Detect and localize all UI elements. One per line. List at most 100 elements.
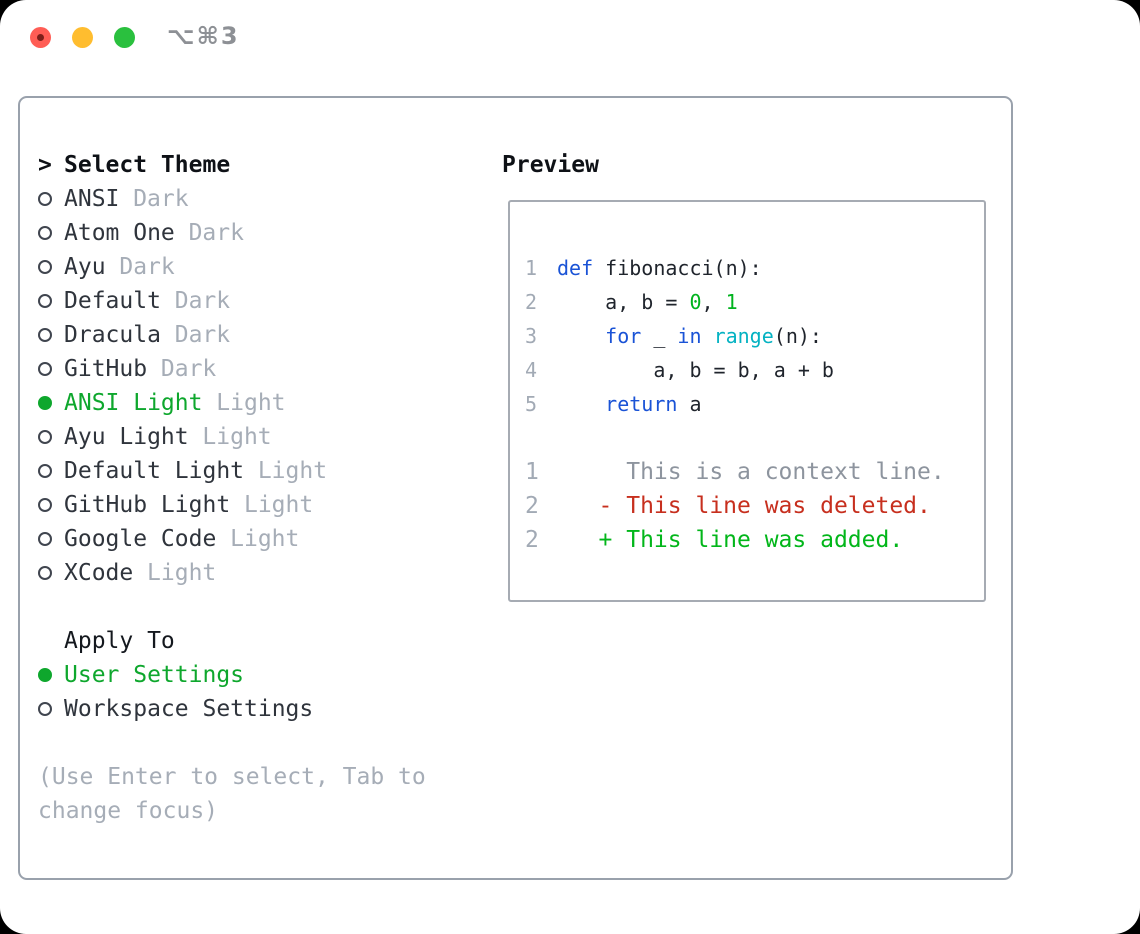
theme-name: Atom One: [64, 220, 175, 246]
lead: [38, 294, 64, 308]
code-line: 4 a, b = b, a + b: [525, 353, 984, 387]
code-line: 2 + This line was added.: [525, 523, 984, 557]
radio-icon: [38, 294, 52, 308]
lead: [38, 532, 64, 546]
zoom-button[interactable]: [114, 27, 135, 48]
theme-name: Default Light: [64, 458, 245, 484]
titlebar: ⌥⌘3: [0, 0, 1140, 76]
code-text: a, b = 0, 1: [557, 290, 738, 314]
code-text: + This line was added.: [557, 527, 904, 553]
theme-name: Dracula: [64, 322, 161, 348]
theme-option-default-light[interactable]: Default Light Light: [38, 454, 488, 488]
theme-variant-tag: Dark: [160, 356, 217, 382]
code-line: 3 for _ in range(n):: [525, 319, 984, 353]
line-number: 5: [525, 392, 538, 416]
apply-option-label: User Settings: [64, 662, 245, 688]
radio-icon: [38, 702, 52, 716]
apply-option-workspace-settings[interactable]: Workspace Settings: [38, 692, 488, 726]
theme-variant-tag: Light: [257, 458, 328, 484]
line-number: 4: [525, 358, 538, 382]
line-number: 1: [525, 459, 539, 485]
lead: [38, 430, 64, 444]
theme-variant-tag: Light: [230, 526, 300, 552]
radio-icon: [38, 192, 52, 206]
theme-option-google-code[interactable]: Google Code Light: [38, 522, 488, 556]
code-text: def fibonacci(n):: [557, 256, 762, 280]
theme-name: Ayu Light: [64, 424, 189, 450]
theme-option-github[interactable]: GitHub Dark: [38, 352, 488, 386]
spacer: [38, 590, 488, 624]
lead: [38, 362, 64, 376]
theme-name: Ayu: [64, 254, 106, 280]
prompt-icon: >: [38, 152, 52, 178]
lead: [38, 498, 64, 512]
code-text: This is a context line.: [557, 459, 945, 485]
radio-icon: [38, 464, 52, 478]
code-text: a, b = b, a + b: [557, 358, 834, 382]
code-text: for _ in range(n):: [605, 324, 822, 348]
radio-icon: [38, 566, 52, 580]
theme-variant-tag: Dark: [188, 220, 244, 246]
theme-name: Google Code: [64, 526, 217, 552]
theme-variant-tag: Light: [202, 424, 272, 450]
theme-option-dracula[interactable]: Dracula Dark: [38, 318, 488, 352]
theme-option-ayu[interactable]: Ayu Dark: [38, 250, 488, 284]
theme-option-ayu-light[interactable]: Ayu Light Light: [38, 420, 488, 454]
theme-variant-tag: Dark: [174, 322, 231, 348]
close-button[interactable]: [30, 27, 51, 48]
radio-icon: [38, 498, 52, 512]
lead: [38, 668, 64, 682]
help-text-line-2: change focus): [38, 798, 219, 824]
line-number: 1: [525, 256, 538, 280]
code-line: 2 a, b = 0, 1: [525, 285, 984, 319]
line-number: 3: [525, 324, 538, 348]
theme-name: GitHub: [64, 356, 148, 382]
section-title: Apply To: [64, 628, 175, 654]
lead: [38, 396, 64, 410]
lead: [38, 192, 64, 206]
radio-icon: [38, 260, 52, 274]
theme-variant-tag: Light: [216, 390, 286, 416]
code-text: - This line was deleted.: [557, 493, 931, 519]
lead: [38, 702, 64, 716]
code-line: 1 def fibonacci(n):: [525, 251, 984, 285]
theme-name: ANSI: [64, 186, 120, 212]
theme-option-ansi[interactable]: ANSI Dark: [38, 182, 488, 216]
radio-icon: [38, 226, 52, 240]
apply-option-label: Workspace Settings: [64, 696, 314, 722]
spacer: [38, 726, 488, 760]
radio-selected-icon: [38, 668, 52, 682]
theme-variant-tag: Dark: [119, 254, 175, 280]
minimize-button[interactable]: [72, 27, 93, 48]
theme-option-ansi-light[interactable]: ANSI Light Light: [38, 386, 488, 420]
help-text-line-1: (Use Enter to select, Tab to: [38, 764, 426, 790]
theme-name: Default: [64, 288, 161, 314]
theme-option-atom-one[interactable]: Atom One Dark: [38, 216, 488, 250]
lead: [38, 566, 64, 580]
code-text: return a: [605, 392, 702, 416]
theme-variant-tag: Light: [147, 560, 217, 586]
theme-name: ANSI Light: [64, 390, 203, 416]
radio-icon: [38, 430, 52, 444]
radio-icon: [38, 362, 52, 376]
code-line: 2 - This line was deleted.: [525, 489, 984, 523]
window-title: ⌥⌘3: [167, 22, 240, 50]
apply-option-user-settings[interactable]: User Settings: [38, 658, 488, 692]
code-line: 5 return a: [525, 387, 984, 421]
theme-variant-tag: Light: [243, 492, 314, 518]
preview-title: Preview: [502, 152, 599, 178]
apply-to-header: Apply To: [38, 624, 488, 658]
radio-icon: [38, 532, 52, 546]
radio-selected-icon: [38, 396, 52, 410]
theme-variant-tag: Dark: [133, 186, 189, 212]
line-number: 2: [525, 527, 539, 553]
